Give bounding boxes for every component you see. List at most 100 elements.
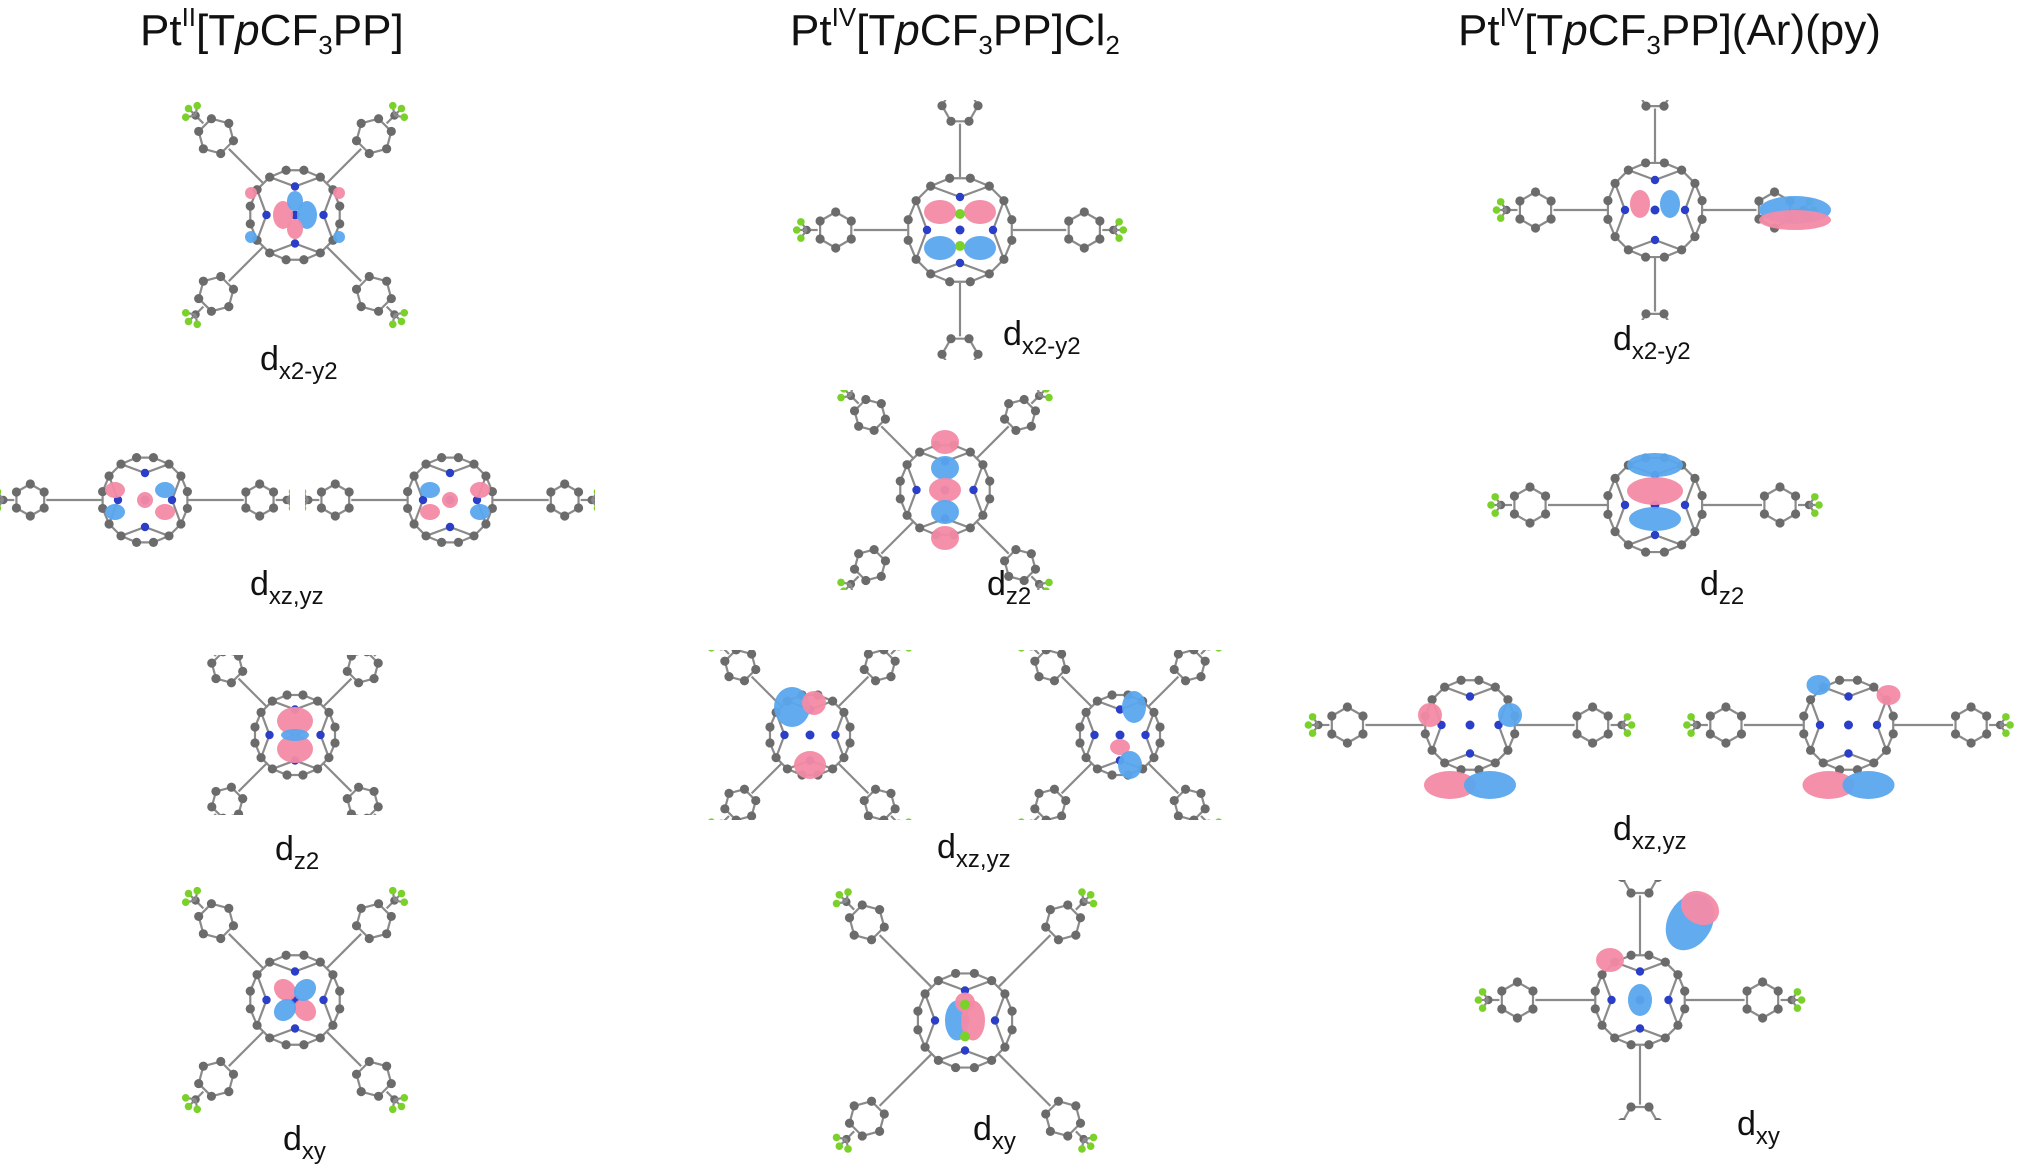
carbon-atom: [265, 957, 275, 967]
carbon-atom: [1512, 1013, 1522, 1023]
carbon-atom: [219, 655, 227, 657]
carbon-atom: [241, 487, 251, 497]
carbon-atom: [724, 788, 734, 798]
carbon-atom: [926, 181, 936, 191]
orbital-lobe: [277, 735, 313, 763]
nitrogen-atom: [1680, 500, 1690, 510]
nitrogen-atom: [1680, 205, 1690, 215]
carbon-atom: [421, 459, 431, 469]
molecule-c1-p1: [837, 390, 1053, 590]
carbon-atom: [1618, 1118, 1626, 1120]
fluorine-atom: [837, 578, 845, 587]
carbon-atom: [751, 664, 761, 675]
carbon-atom: [1030, 804, 1040, 814]
orbital-lobe: [470, 482, 490, 498]
bond: [228, 933, 264, 969]
molecule-c1-p0: [792, 100, 1128, 360]
carbon-atom: [1474, 675, 1484, 685]
carbon-atom: [854, 421, 864, 431]
bond: [373, 655, 377, 657]
carbon-atom: [1623, 245, 1633, 255]
carbon-atom: [373, 658, 383, 668]
carbon-atom: [876, 571, 886, 581]
fluorine-atom: [181, 308, 190, 317]
nitrogen-atom: [316, 730, 325, 740]
fluorine-atom: [1018, 650, 1025, 652]
fluorine-atom: [0, 505, 2, 511]
carbon-atom: [973, 101, 983, 111]
orbital-label-c1-p2: dxz,yz: [937, 828, 1011, 873]
fluorine-atom: [400, 1093, 409, 1102]
carbon-atom: [1610, 178, 1620, 188]
carbon-atom: [1773, 986, 1783, 996]
carbon-atom: [1503, 695, 1513, 705]
carbon-atom: [1773, 1004, 1783, 1014]
carbon-atom: [546, 503, 556, 513]
carbon-atom: [219, 813, 227, 815]
carbon-atom: [828, 764, 838, 774]
carbon-atom: [880, 414, 891, 424]
nitrogen-atom: [1607, 995, 1616, 1005]
carbon-atom: [364, 271, 374, 282]
carbon-atom: [324, 707, 334, 717]
nitrogen-atom: [960, 1046, 970, 1055]
nitrogen-atom: [1650, 175, 1660, 185]
carbon-atom: [1742, 1004, 1752, 1014]
column-title-ptiv-ar-py: PtIV[TpCF3PP](Ar)(py): [1458, 2, 1881, 60]
carbon-atom: [216, 271, 226, 282]
bond: [937, 979, 966, 992]
orbital-lobe: [277, 707, 313, 735]
orbital-label-c0-p0: dx2-y2: [260, 340, 338, 385]
carbon-atom: [1063, 900, 1073, 910]
carbon-atom: [206, 1091, 217, 1101]
carbon-atom: [866, 935, 877, 945]
carbon-atom: [298, 770, 308, 780]
carbon-atom: [849, 1101, 859, 1111]
bond: [1148, 675, 1180, 707]
orbital-lobe: [1418, 703, 1442, 727]
orbital-lobe: [333, 231, 345, 243]
carbon-atom: [299, 950, 309, 960]
carbon-atom: [573, 487, 584, 497]
bond: [1033, 650, 1040, 655]
nitrogen-atom: [955, 192, 965, 202]
carbon-atom: [1049, 784, 1060, 794]
carbon-atom: [116, 459, 126, 469]
carbon-atom: [747, 811, 757, 820]
carbon-atom: [978, 510, 988, 520]
bond: [1654, 238, 1683, 251]
fluorine-atom: [832, 899, 841, 908]
carbon-atom: [356, 302, 366, 312]
carbon-atom: [351, 921, 362, 931]
column-title-ptiv-cl2: PtIV[TpCF3PP]Cl2: [790, 2, 1120, 60]
bond: [228, 148, 264, 184]
carbon-atom: [859, 664, 869, 675]
fluorine-atom: [1487, 501, 1495, 509]
carbon-atom: [845, 738, 855, 748]
orbital-lobe: [1596, 948, 1624, 972]
carbon-atom: [131, 537, 142, 547]
orbital-lobe: [1464, 771, 1516, 799]
carbon-atom: [228, 284, 239, 294]
fluorine-atom: [1045, 393, 1053, 402]
orbital-label-c1-p0: dx2-y2: [1003, 315, 1081, 360]
fluorine-atom: [1623, 729, 1632, 737]
carbon-atom: [1528, 1004, 1538, 1014]
carbon-atom: [164, 531, 174, 541]
carbon-atom: [481, 519, 491, 529]
carbon-atom: [1427, 695, 1437, 705]
carbon-atom: [1603, 729, 1613, 739]
carbon-atom: [206, 306, 217, 316]
carbon-atom: [39, 503, 49, 513]
fluorine-atom: [1215, 650, 1222, 652]
carbon-atom: [1358, 711, 1368, 721]
carbon-atom: [1690, 178, 1700, 188]
fluorine-atom: [388, 886, 397, 895]
carbon-atom: [207, 658, 217, 668]
carbon-atom: [1677, 540, 1687, 550]
bond: [1037, 390, 1041, 397]
carbon-atom: [1660, 957, 1670, 967]
bond: [1200, 650, 1207, 655]
molecule-c0-p1a: [0, 453, 290, 547]
carbon-atom: [869, 544, 879, 555]
